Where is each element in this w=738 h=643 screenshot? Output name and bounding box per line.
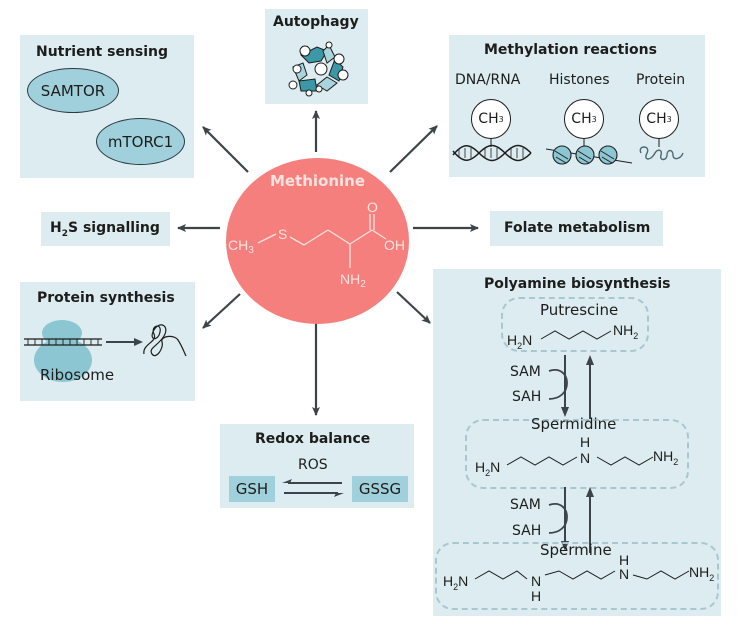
gsh-node: GSH xyxy=(229,476,275,502)
polyamine-box: Polyamine biosynthesis Putrescine H2N NH… xyxy=(433,269,721,616)
folate-metabolism-title: Folate metabolism xyxy=(504,220,651,236)
putrescine-structure: H2N NH2 xyxy=(507,322,638,351)
h2s-signalling-title: H2S signalling xyxy=(50,220,160,239)
arrow-methylation xyxy=(389,125,438,173)
mtorc1-node: mTORC1 xyxy=(96,118,185,165)
sah-label: SAH xyxy=(512,389,542,405)
arrow-protein-synthesis xyxy=(202,293,241,329)
dna-helix-icon xyxy=(452,139,532,162)
redox-balance-box: Redox balance ROS GSH GSSG xyxy=(220,424,414,508)
redox-equilibrium-arrows xyxy=(282,479,344,497)
recycle-icon xyxy=(288,41,349,97)
folate-metabolism-box: Folate metabolism xyxy=(490,211,663,246)
autophagy-title: Autophagy xyxy=(273,14,359,30)
spermine-structure: H2N N H H N NH2 xyxy=(443,552,714,604)
svg-text:N: N xyxy=(580,450,590,466)
methionine-node: Methionine CH3 S O OH NH2 xyxy=(226,158,409,324)
arrow-nutrient-sensing xyxy=(202,126,249,173)
redox-balance-title: Redox balance xyxy=(255,431,371,447)
h2s-signalling-box: H2S signalling xyxy=(41,212,170,246)
sam-label: SAM xyxy=(510,364,541,380)
spermidine-group xyxy=(465,419,689,489)
sam-sah-conversion-arrows xyxy=(548,355,594,419)
spermidine-structure: H2N H N NH2 xyxy=(475,434,678,478)
svg-text:H: H xyxy=(531,588,541,604)
polyamine-title: Polyamine biosynthesis xyxy=(484,276,671,292)
arrow-polyamine xyxy=(396,291,431,324)
putrescine-label: Putrescine xyxy=(540,301,619,319)
methylation-title: Methylation reactions xyxy=(484,42,657,58)
gssg-node: GSSG xyxy=(352,476,408,502)
svg-text:O: O xyxy=(367,199,378,215)
svg-text:NH2: NH2 xyxy=(340,271,366,290)
nucleosome-icon xyxy=(545,139,633,165)
spermine-group xyxy=(435,542,719,610)
nutrient-sensing-title: Nutrient sensing xyxy=(36,44,169,60)
svg-text:N: N xyxy=(531,573,541,589)
methylation-target-label: Protein xyxy=(636,72,686,88)
methionine-structure: CH3 S O OH NH2 xyxy=(228,199,405,290)
samtor-node: SAMTOR xyxy=(27,68,119,113)
methylation-target-label: Histones xyxy=(549,72,610,88)
methylation-box: Methylation reactions DNA/RNA Histones P… xyxy=(449,35,705,177)
translation-arrow xyxy=(106,338,143,346)
ribosome-label: Ribosome xyxy=(40,366,115,384)
autophagy-box: Autophagy xyxy=(265,9,368,104)
methionine-title: Methionine xyxy=(269,172,366,190)
protein-synthesis-box: Protein synthesis Ribosome xyxy=(20,282,195,401)
protein-synthesis-title: Protein synthesis xyxy=(37,290,175,306)
sah-label: SAH xyxy=(512,523,542,539)
svg-text:N: N xyxy=(619,566,629,582)
svg-text:NH2: NH2 xyxy=(689,564,714,583)
polypeptide-icon xyxy=(143,324,187,357)
protein-coil-icon xyxy=(639,139,684,161)
svg-text:H2N: H2N xyxy=(507,332,532,351)
ros-label: ROS xyxy=(298,457,328,473)
spermine-label: Spermine xyxy=(540,541,612,559)
svg-text:S: S xyxy=(278,226,287,242)
mrna-strand-icon xyxy=(24,338,102,346)
svg-text:NH2: NH2 xyxy=(653,448,678,467)
putrescine-group xyxy=(501,297,649,352)
svg-text:H2N: H2N xyxy=(443,573,468,592)
svg-text:H: H xyxy=(619,552,629,568)
svg-text:OH: OH xyxy=(384,237,405,253)
svg-text:H: H xyxy=(580,434,590,450)
methylation-target-label: DNA/RNA xyxy=(455,72,521,88)
sam-label: SAM xyxy=(510,497,541,513)
nutrient-sensing-box: Nutrient sensing SAMTOR mTORC1 xyxy=(20,35,194,178)
svg-text:H2N: H2N xyxy=(475,459,500,478)
svg-text:NH2: NH2 xyxy=(613,322,638,341)
svg-text:CH3: CH3 xyxy=(228,237,254,256)
spermidine-label: Spermidine xyxy=(531,415,617,433)
